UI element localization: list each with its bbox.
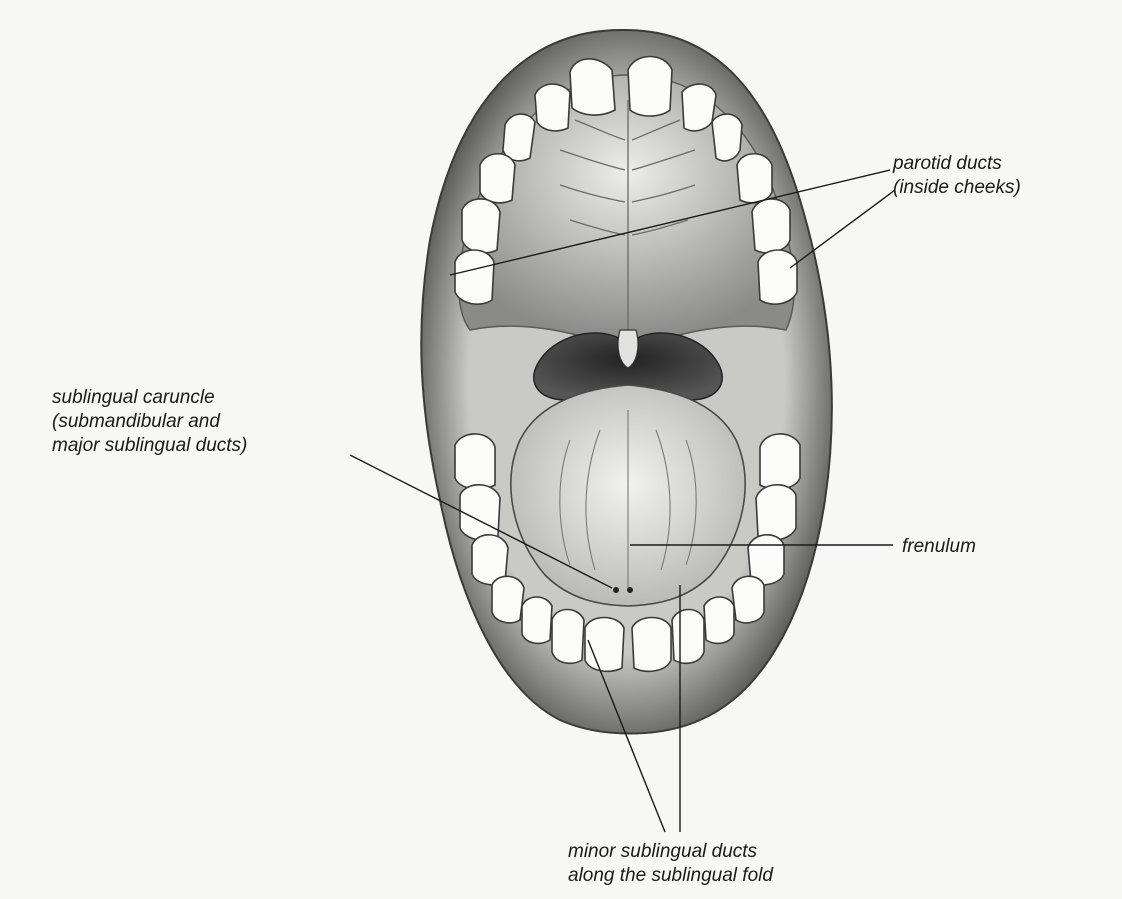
label-minor-line-1: minor sublingual ducts xyxy=(568,840,773,864)
label-caruncle-line-1: sublingual caruncle xyxy=(52,386,247,410)
label-frenulum: frenulum xyxy=(902,535,976,559)
label-minor-sublingual-ducts: minor sublingual ducts along the subling… xyxy=(568,840,773,888)
label-frenulum-text: frenulum xyxy=(902,535,976,559)
label-minor-line-2: along the sublingual fold xyxy=(568,864,773,888)
label-parotid-ducts: parotid ducts (inside cheeks) xyxy=(893,152,1021,200)
label-sublingual-caruncle: sublingual caruncle (submandibular and m… xyxy=(52,386,247,458)
label-parotid-line-2: (inside cheeks) xyxy=(893,176,1021,200)
label-parotid-line-1: parotid ducts xyxy=(893,152,1021,176)
label-caruncle-line-3: major sublingual ducts) xyxy=(52,434,247,458)
label-caruncle-line-2: (submandibular and xyxy=(52,410,247,434)
